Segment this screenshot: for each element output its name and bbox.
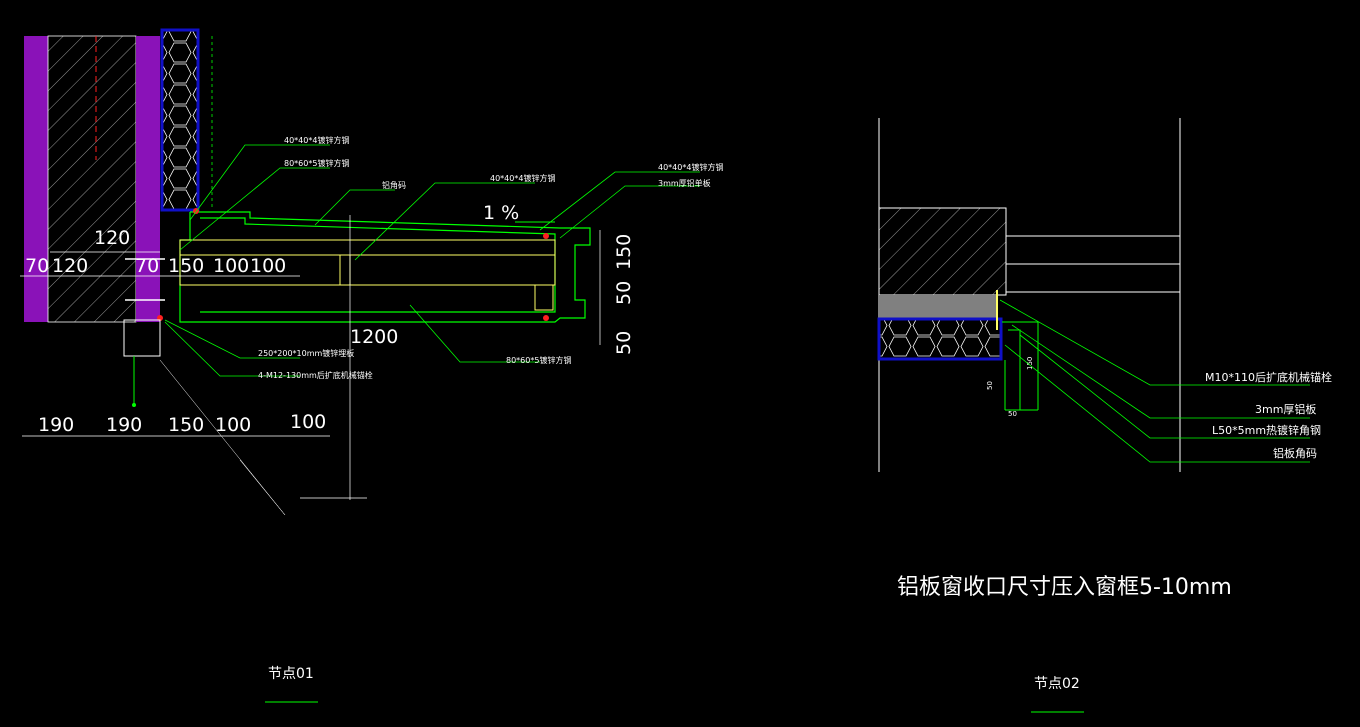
- svg-text:120: 120: [52, 255, 88, 277]
- svg-text:40*40*4镀锌方钢: 40*40*4镀锌方钢: [284, 135, 349, 145]
- wall-concrete: [47, 35, 137, 323]
- svg-text:100: 100: [250, 255, 286, 277]
- svg-text:50: 50: [613, 331, 635, 355]
- node02-drawing: 50 150 50 M10*110后扩底机械锚栓 3mm厚铝板 L50*5mm热…: [877, 118, 1332, 713]
- svg-text:L50*5mm热镀锌角钢: L50*5mm热镀锌角钢: [1212, 423, 1321, 437]
- svg-text:250*200*10mm镀锌埋板: 250*200*10mm镀锌埋板: [258, 348, 354, 358]
- svg-text:70: 70: [25, 255, 49, 277]
- svg-text:铝板角码: 铝板角码: [1273, 446, 1317, 460]
- svg-text:150: 150: [168, 255, 204, 277]
- svg-text:120: 120: [94, 227, 130, 249]
- svg-text:80*60*5镀锌方钢: 80*60*5镀锌方钢: [284, 158, 349, 168]
- svg-text:190: 190: [106, 414, 142, 436]
- svg-text:100: 100: [215, 414, 251, 436]
- svg-text:150: 150: [168, 414, 204, 436]
- svg-text:150: 150: [613, 234, 635, 270]
- node02-title: 节点02: [1034, 676, 1080, 692]
- node01-labels: 40*40*4镀锌方钢 80*60*5镀锌方钢 铝角码 40*40*4镀锌方钢 …: [258, 135, 723, 380]
- svg-text:50: 50: [613, 281, 635, 305]
- lintel-concrete: [878, 207, 1007, 296]
- screed-layer: [879, 295, 997, 319]
- svg-text:3mm厚铝单板: 3mm厚铝单板: [658, 178, 711, 188]
- node02-dims: 50 150 50: [986, 357, 1034, 418]
- svg-text:40*40*4镀锌方钢: 40*40*4镀锌方钢: [490, 173, 555, 183]
- wall-purple-finish-left: [24, 36, 48, 322]
- node02-labels: M10*110后扩底机械锚栓 3mm厚铝板 L50*5mm热镀锌角钢 铝板角码: [1205, 370, 1332, 460]
- svg-text:80*60*5镀锌方钢: 80*60*5镀锌方钢: [506, 355, 571, 365]
- embed-plate: [123, 319, 161, 357]
- svg-text:190: 190: [38, 414, 74, 436]
- insulation-layer-02: [877, 317, 1003, 361]
- node01-drawing: 1 % 70 120 70 150 100 100 120 190 190 15…: [20, 28, 723, 703]
- slope-label: 1 %: [483, 202, 519, 224]
- dim-right-column: 150 50 50: [613, 234, 635, 355]
- inner-frame-yellow: [179, 239, 556, 311]
- dim-top-row: 70 120 70 150 100 100 120: [25, 227, 286, 277]
- svg-text:铝角码: 铝角码: [382, 180, 406, 190]
- svg-text:50: 50: [1008, 410, 1017, 418]
- svg-text:100: 100: [213, 255, 249, 277]
- wall-purple-finish-right: [136, 36, 160, 322]
- svg-text:50: 50: [986, 381, 994, 390]
- dim-1200: 1200: [350, 326, 398, 348]
- svg-text:70: 70: [135, 255, 159, 277]
- svg-text:40*40*4镀锌方钢: 40*40*4镀锌方钢: [658, 162, 723, 172]
- svg-text:3mm厚铝板: 3mm厚铝板: [1255, 402, 1316, 416]
- node02-caption: 铝板窗收口尺寸压入窗框5-10mm: [897, 575, 1232, 600]
- svg-text:4-M12-130mm后扩底机械锚栓: 4-M12-130mm后扩底机械锚栓: [258, 370, 373, 380]
- svg-text:M10*110后扩底机械锚栓: M10*110后扩底机械锚栓: [1205, 370, 1332, 384]
- dim-bottom-row: 190 190 150 100 100: [38, 411, 326, 436]
- svg-text:100: 100: [290, 411, 326, 433]
- insulation-layer: [160, 28, 200, 212]
- svg-text:150: 150: [1026, 357, 1034, 370]
- node01-title: 节点01: [268, 666, 314, 682]
